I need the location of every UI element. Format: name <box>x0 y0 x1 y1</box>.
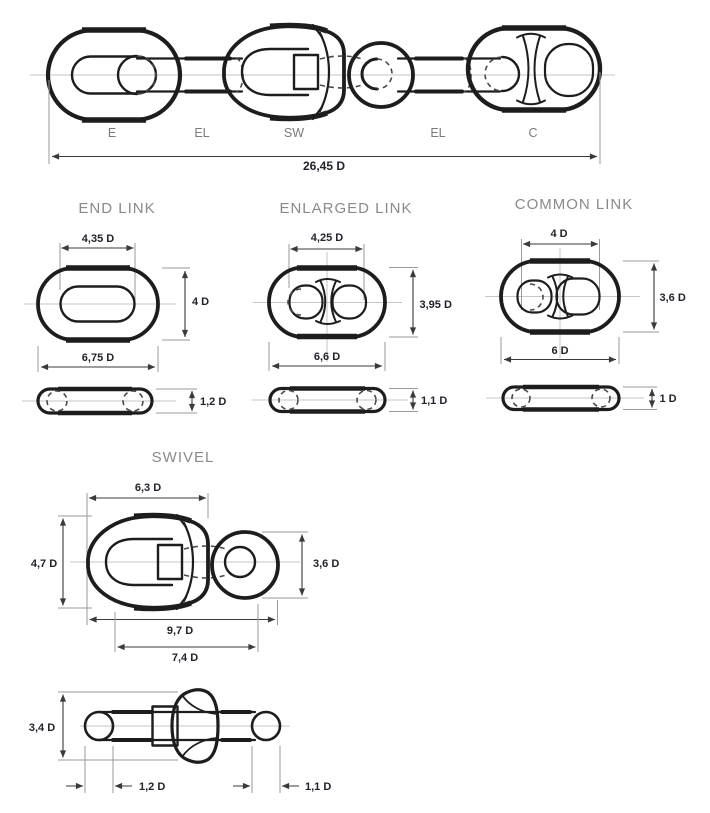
assembly-label-end-link: E <box>108 126 116 140</box>
swivel-eye-height-label: 3,6 D <box>313 558 339 570</box>
common-link-section: COMMON LINK 4 D 3,6 D 6 D <box>485 196 686 412</box>
enlarged-link-side-view: 1,1 D <box>252 386 447 414</box>
assembly-overall-dimension: 26,45 D <box>48 72 601 173</box>
common-link-thickness-label: 1 D <box>660 393 677 405</box>
chain-assembly: E EL SW EL C 26,45 D <box>30 25 615 173</box>
swivel-body-width-label: 6,3 D <box>135 482 161 494</box>
end-link-title: END LINK <box>78 200 155 217</box>
swivel-body-height-label: 4,7 D <box>31 558 57 570</box>
swivel-side-view: 3,4 D 1,2 D 1,1 D <box>29 688 331 793</box>
common-link-width-label: 6 D <box>551 345 568 357</box>
common-link-side-view: 1 D <box>486 384 677 412</box>
enlarged-link-height-label: 3,95 D <box>420 299 452 311</box>
enlarged-link-width-label: 6,6 D <box>314 351 340 363</box>
enlarged-link-section: ENLARGED LINK 4,25 D 3,95 D <box>252 200 452 414</box>
assembly-label-enlarged-link-2: EL <box>430 126 445 140</box>
enlarged-link-inner-width-label: 4,25 D <box>311 232 343 244</box>
assembly-label-swivel: SW <box>284 126 304 140</box>
swivel-top-view: 6,3 D 4,7 D 3,6 D 9,7 D 7,4 D <box>31 482 339 664</box>
end-link-inner-width-label: 4,35 D <box>82 233 114 245</box>
common-link-front-view: 4 D 3,6 D 6 D <box>485 228 686 364</box>
assembly-swivel <box>224 25 415 119</box>
swivel-overall-length-label: 9,7 D <box>167 625 193 637</box>
swivel-side-height-label: 3,4 D <box>29 722 55 734</box>
end-link-side-view: 1,2 D <box>22 386 226 416</box>
end-link-height-label: 4 D <box>192 296 209 308</box>
assembly-common-link <box>465 25 603 113</box>
assembly-overall-length-label: 26,45 D <box>303 159 345 173</box>
assembly-label-common-link: C <box>528 126 537 140</box>
enlarged-link-front-view: 4,25 D 3,95 D 6,6 D <box>253 232 452 371</box>
end-link-thickness-label: 1,2 D <box>200 396 226 408</box>
swivel-inner-length-label: 7,4 D <box>172 652 198 664</box>
swivel-bar-diameter-left-label: 1,2 D <box>139 781 165 793</box>
assembly-label-enlarged-link-1: EL <box>194 126 209 140</box>
enlarged-link-thickness-label: 1,1 D <box>421 395 447 407</box>
end-link-section: END LINK 4,35 D 4 D 6,75 D <box>22 200 226 416</box>
common-link-title: COMMON LINK <box>515 196 634 213</box>
end-link-front-view: 4,35 D 4 D 6,75 D <box>24 233 209 372</box>
swivel-section: SWIVEL 6,3 D 4,7 D 3,6 D 9,7 D <box>29 449 339 793</box>
assembly-enlarged-link-bar-2 <box>396 55 521 94</box>
assembly-end-link <box>45 27 183 123</box>
end-link-width-label: 6,75 D <box>82 352 114 364</box>
swivel-title: SWIVEL <box>152 449 215 466</box>
common-link-inner-width-label: 4 D <box>550 228 567 240</box>
enlarged-link-title: ENLARGED LINK <box>279 200 412 217</box>
common-link-height-label: 3,6 D <box>660 292 686 304</box>
swivel-bar-diameter-right-label: 1,1 D <box>305 781 331 793</box>
